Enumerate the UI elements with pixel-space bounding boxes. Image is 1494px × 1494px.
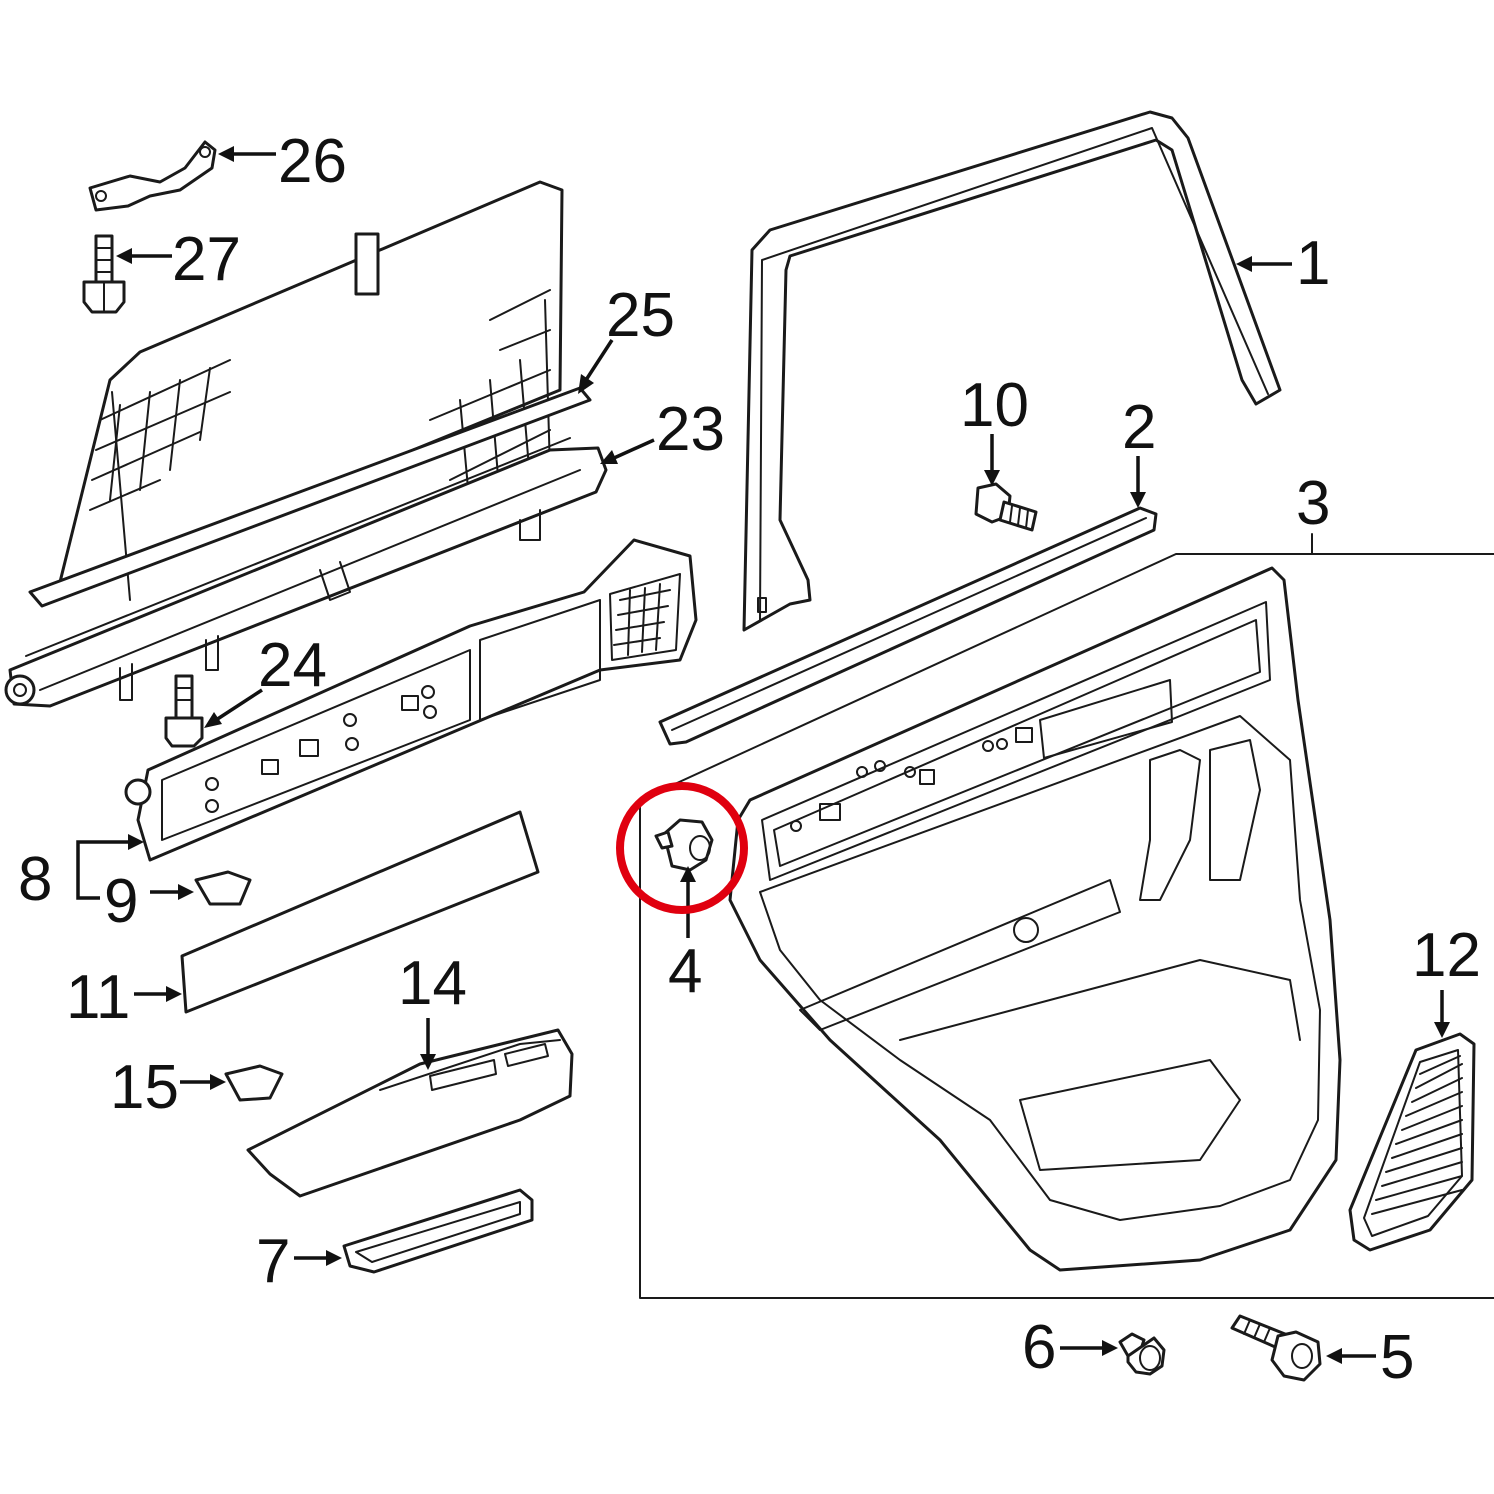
- part-4-clip: [654, 818, 714, 872]
- part-5-bolt: [1230, 1314, 1322, 1382]
- label-9: 9: [104, 867, 138, 936]
- label-26: 26: [278, 127, 347, 196]
- label-11: 11: [66, 963, 130, 1032]
- label-10: 10: [960, 371, 1029, 440]
- part-24-bolt: [164, 674, 204, 748]
- part-6-screw: [1118, 1332, 1166, 1376]
- label-8: 8: [18, 845, 52, 914]
- part-3-door-panel: [639, 533, 1494, 1299]
- label-25: 25: [606, 281, 675, 350]
- label-14: 14: [398, 949, 467, 1018]
- part-26-bracket: [88, 140, 217, 212]
- label-24: 24: [258, 631, 327, 700]
- label-5: 5: [1380, 1323, 1414, 1392]
- label-1: 1: [1296, 229, 1330, 298]
- label-4: 4: [668, 937, 702, 1006]
- part-15-clip: [224, 1064, 284, 1102]
- part-10-bolt: [974, 482, 1038, 532]
- part-2-belt-molding: [658, 506, 1158, 746]
- label-7: 7: [256, 1227, 290, 1296]
- highlight-circle: [616, 782, 748, 914]
- label-3: 3: [1296, 469, 1330, 538]
- part-8-armrest-trim: [124, 538, 698, 862]
- part-27-bolt: [82, 234, 126, 314]
- label-2: 2: [1122, 393, 1156, 462]
- part-12-speaker-grille: [1348, 1032, 1476, 1252]
- label-12: 12: [1412, 921, 1481, 990]
- label-15: 15: [110, 1053, 179, 1122]
- part-25-sunshade: [58, 180, 564, 601]
- label-27: 27: [172, 225, 241, 294]
- part-9-clip: [194, 870, 252, 906]
- part-1-frame-seal: [742, 110, 1282, 632]
- part-14-armrest: [246, 1028, 574, 1198]
- label-6: 6: [1022, 1313, 1056, 1382]
- part-23-rail: [4, 386, 608, 708]
- label-23: 23: [656, 395, 725, 464]
- part-11-trim-strip: [180, 810, 540, 1014]
- leader-arrows: [76, 146, 1450, 1364]
- part-7-cup-trim: [342, 1188, 534, 1274]
- callout-labels: 26 27 25 23 24 8 9 11 14 15 7 1 10 2 3 1…: [18, 127, 1481, 1392]
